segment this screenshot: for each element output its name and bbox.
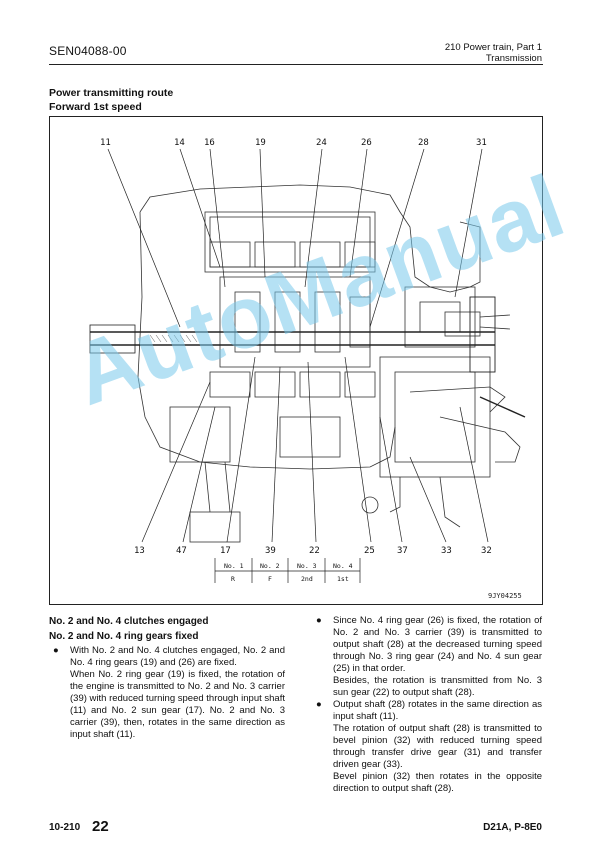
callout-26: 26 — [361, 138, 372, 148]
section-header: 210 Power train, Part 1 Transmission — [445, 42, 542, 64]
callout-17: 17 — [220, 546, 231, 556]
gear-label-2nd: 2nd — [301, 575, 313, 583]
right-bullet-2-text: Output shaft (28) rotates in the same di… — [333, 699, 542, 722]
callouts-top: 11 14 16 19 24 26 28 31 — [100, 138, 487, 148]
clutch-label-4: No. 4 — [333, 562, 353, 570]
callout-22: 22 — [309, 546, 320, 556]
left-bullet-1: ● With No. 2 and No. 4 clutches engaged,… — [49, 645, 285, 669]
footer-section-number: 10-210 — [49, 822, 81, 833]
footer-model: D21A, P-8E0 — [483, 822, 542, 833]
callout-16: 16 — [204, 138, 215, 148]
section-header-line2: Transmission — [485, 53, 542, 64]
bullet-icon: ● — [316, 615, 322, 626]
callout-37: 37 — [397, 546, 408, 556]
header-rule — [49, 64, 543, 65]
section-header-line1: 210 Power train, Part 1 — [444, 42, 542, 53]
right-column: ● Since No. 4 ring gear (26) is fixed, t… — [312, 615, 542, 795]
left-bullet-1-cont: When No. 2 ring gear (19) is fixed, the … — [70, 669, 285, 740]
footer-page-number: 22 — [92, 818, 109, 835]
clutch-label-3: No. 3 — [297, 562, 317, 570]
bullet-icon: ● — [316, 699, 322, 710]
section-subtitle: Forward 1st speed — [49, 101, 142, 113]
clutch-label-1: No. 1 — [224, 562, 244, 570]
left-bullet-1-text: With No. 2 and No. 4 clutches engaged, N… — [70, 645, 285, 668]
callout-14: 14 — [174, 138, 185, 148]
gear-label-r: R — [231, 575, 235, 583]
callout-25: 25 — [364, 546, 375, 556]
callout-28: 28 — [418, 138, 429, 148]
section-title-block: Power transmitting route Forward 1st spe… — [49, 86, 173, 114]
left-heading-2: No. 2 and No. 4 ring gears fixed — [49, 631, 199, 642]
callout-11: 11 — [100, 138, 111, 148]
callout-31: 31 — [476, 138, 487, 148]
right-bullet-1: ● Since No. 4 ring gear (26) is fixed, t… — [312, 615, 542, 675]
callout-24: 24 — [316, 138, 327, 148]
right-bullet-2-cont2: Bevel pinion (32) then rotates in the op… — [333, 771, 542, 794]
section-title: Power transmitting route — [49, 87, 174, 99]
right-bullet-1-text: Since No. 4 ring gear (26) is fixed, the… — [333, 615, 542, 674]
gear-label-f: F — [268, 575, 272, 583]
clutch-label-2: No. 2 — [260, 562, 280, 570]
right-bullet-1-cont: Besides, the rotation is transmitted fro… — [333, 675, 542, 698]
transmission-drawing: 11 14 16 19 24 26 28 31 — [89, 138, 526, 600]
callout-33: 33 — [441, 546, 452, 556]
bullet-icon: ● — [53, 645, 59, 656]
callout-19: 19 — [255, 138, 266, 148]
callouts-bottom: 13 47 17 39 22 25 37 33 32 — [134, 546, 492, 556]
right-bullet-2: ● Output shaft (28) rotates in the same … — [312, 699, 542, 723]
document-code: SEN04088-00 — [49, 44, 127, 58]
clutch-scale: No. 1 No. 2 No. 3 No. 4 R F 2nd 1st — [224, 562, 353, 583]
callout-13: 13 — [134, 546, 145, 556]
transmission-diagram: 11 14 16 19 24 26 28 31 — [49, 116, 543, 605]
gear-label-1st: 1st — [337, 575, 349, 583]
figure-code: 9JY04255 — [488, 592, 522, 600]
callout-47: 47 — [176, 546, 187, 556]
left-column: No. 2 and No. 4 clutches engaged No. 2 a… — [49, 615, 285, 741]
right-bullet-2-cont1: The rotation of output shaft (28) is tra… — [333, 723, 542, 770]
callout-32: 32 — [481, 546, 492, 556]
callout-39: 39 — [265, 546, 276, 556]
left-heading-1: No. 2 and No. 4 clutches engaged — [49, 616, 209, 627]
